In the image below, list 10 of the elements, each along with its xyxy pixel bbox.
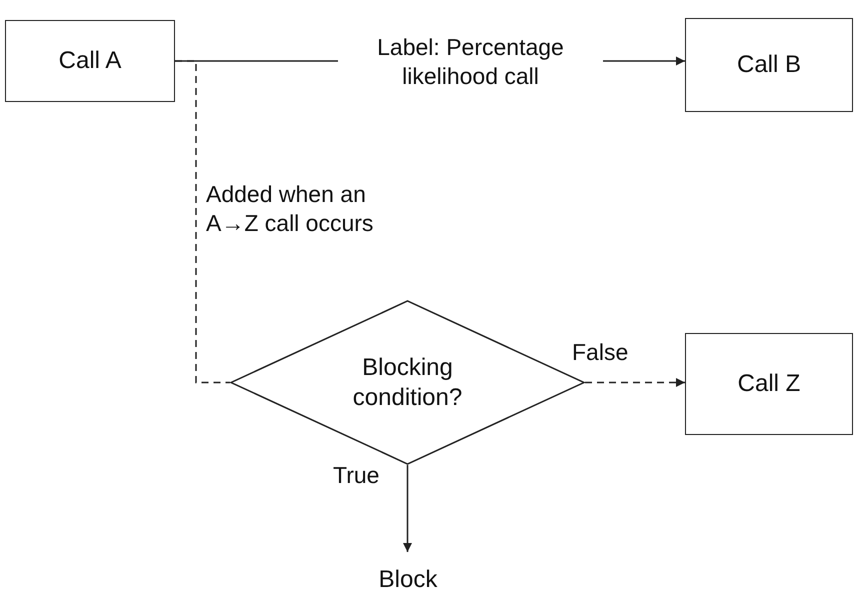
node-label: Call Z — [738, 369, 800, 399]
arrow — [403, 465, 412, 552]
node-label: Call B — [736, 50, 802, 80]
process-box — [5, 20, 175, 102]
terminal-label: Block — [378, 565, 438, 595]
arrow — [585, 378, 685, 387]
node-label: Call A — [58, 46, 122, 76]
process-box — [685, 333, 853, 435]
node-label: Blocking condition? — [352, 352, 464, 412]
process-box — [685, 18, 853, 112]
